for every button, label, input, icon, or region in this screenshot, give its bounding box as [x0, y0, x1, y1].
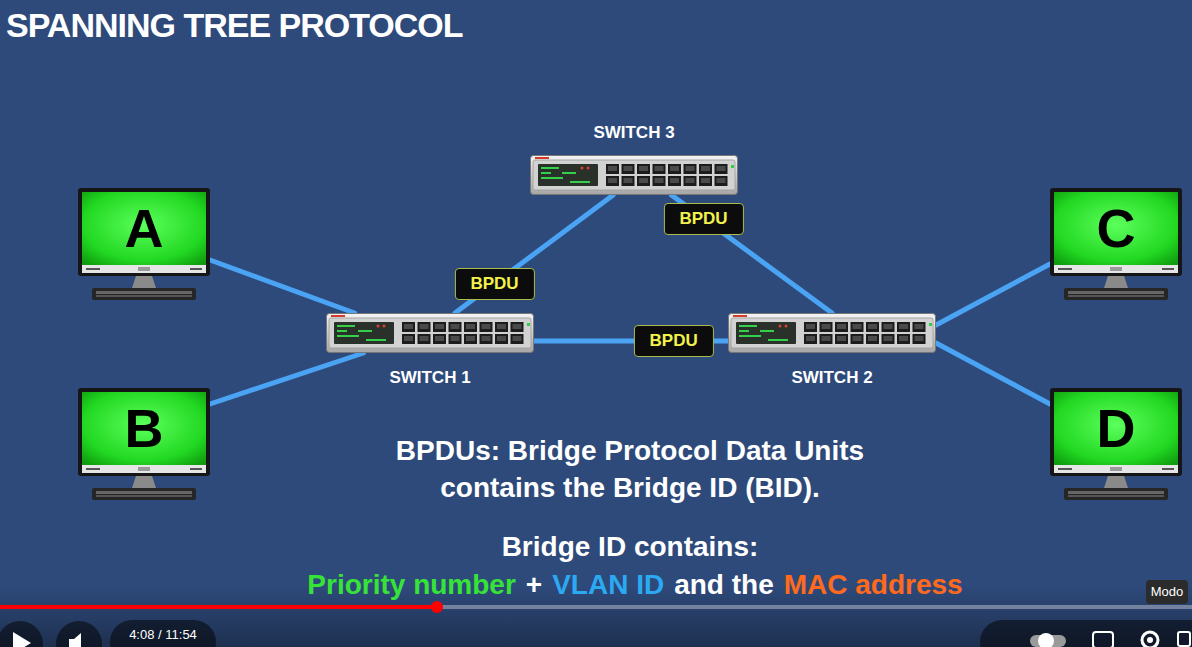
computer-letter: B	[125, 401, 164, 455]
switch-device	[728, 313, 936, 353]
description-text: BPDUs: Bridge Protocol Data Units contai…	[385, 432, 875, 506]
bpdu-tag: BPDU	[663, 203, 743, 235]
computer-letter: D	[1097, 401, 1136, 455]
computer-node: D	[1050, 388, 1182, 502]
joining-text: and the	[674, 568, 774, 602]
tooltip-text: Modo	[1146, 580, 1189, 604]
time-display: 4:08 / 11:54	[129, 627, 197, 643]
settings-pill	[980, 620, 1192, 647]
switch-device	[326, 313, 534, 353]
switch-label: SWITCH 2	[728, 367, 936, 389]
switch-node: SWITCH 3	[530, 122, 738, 195]
volume-button	[56, 621, 102, 647]
priority-field: Priority number	[307, 568, 515, 602]
switch-illustration	[326, 313, 534, 353]
network-link	[936, 264, 1050, 325]
bridge-id-parts: Priority number + VLAN ID and the MAC addres…	[307, 568, 962, 602]
time-pill	[110, 620, 216, 647]
network-link	[210, 260, 355, 313]
subheading-text: Bridge ID contains:	[502, 528, 759, 565]
switch-device	[530, 155, 738, 195]
bpdu-tag: BPDU	[454, 268, 534, 300]
network-link	[210, 353, 364, 404]
computer-screen: A	[78, 188, 210, 268]
computer-letter: A	[125, 201, 164, 255]
mac-field: MAC address	[784, 568, 963, 602]
network-link	[936, 343, 1050, 404]
progress-track	[0, 605, 1192, 609]
vlan-field: VLAN ID	[552, 568, 664, 602]
switch-illustration	[728, 313, 936, 353]
computer-node: B	[78, 388, 210, 502]
plus-sign: +	[526, 568, 542, 602]
switch-label: SWITCH 1	[326, 367, 534, 389]
bpdu-tag: BPDU	[634, 325, 714, 357]
computer-node: C	[1050, 188, 1182, 302]
play-button	[0, 621, 43, 647]
computer-letter: C	[1097, 201, 1136, 255]
switch-node: SWITCH 1	[326, 313, 534, 389]
progress-knob	[431, 601, 443, 613]
network-link	[455, 195, 613, 313]
switch-label: SWITCH 3	[530, 122, 738, 144]
computer-screen: D	[1050, 388, 1182, 468]
computer-screen: C	[1050, 188, 1182, 268]
switch-illustration	[530, 155, 738, 195]
slide-title: SPANNING TREE PROTOCOL	[6, 5, 463, 45]
computer-screen: B	[78, 388, 210, 468]
progress-played	[0, 605, 437, 609]
switch-node: SWITCH 2	[728, 313, 936, 389]
computer-node: A	[78, 188, 210, 302]
